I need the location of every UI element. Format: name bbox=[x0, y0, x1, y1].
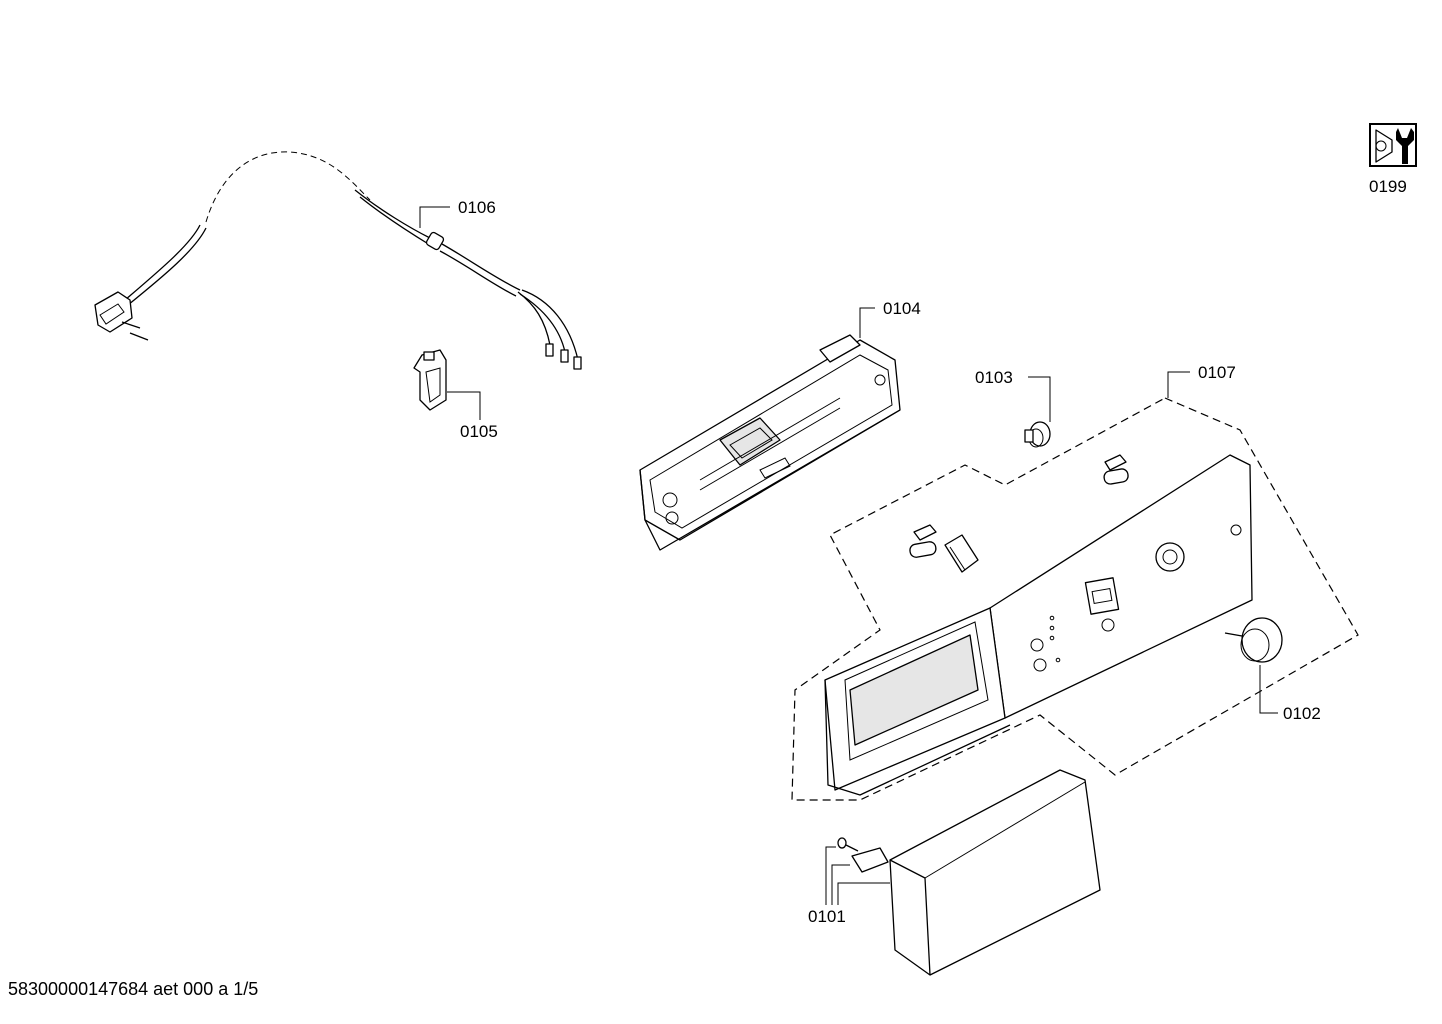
assembly-group-outline bbox=[791, 397, 1359, 801]
label-0101: 0101 bbox=[808, 907, 846, 926]
selector-knob bbox=[1224, 617, 1283, 663]
label-0107: 0107 bbox=[1198, 363, 1236, 382]
label-0199: 0199 bbox=[1369, 177, 1407, 196]
drawing-reference-footer: 58300000147684 aet 000 a 1/5 bbox=[8, 979, 259, 999]
electronic-module bbox=[639, 334, 901, 551]
label-0102: 0102 bbox=[1283, 704, 1321, 723]
label-0104: 0104 bbox=[883, 299, 921, 318]
control-panel-fascia bbox=[824, 454, 1253, 796]
screw-and-clip bbox=[837, 837, 889, 873]
cable-clip bbox=[413, 349, 447, 411]
small-parts bbox=[909, 454, 1129, 573]
service-tool-icon bbox=[1369, 123, 1417, 167]
label-0106: 0106 bbox=[458, 198, 496, 217]
power-cord bbox=[94, 151, 582, 370]
label-0103: 0103 bbox=[975, 368, 1013, 387]
label-0105: 0105 bbox=[460, 422, 498, 441]
drawer-handle bbox=[889, 769, 1101, 976]
button-cap bbox=[1024, 421, 1051, 448]
